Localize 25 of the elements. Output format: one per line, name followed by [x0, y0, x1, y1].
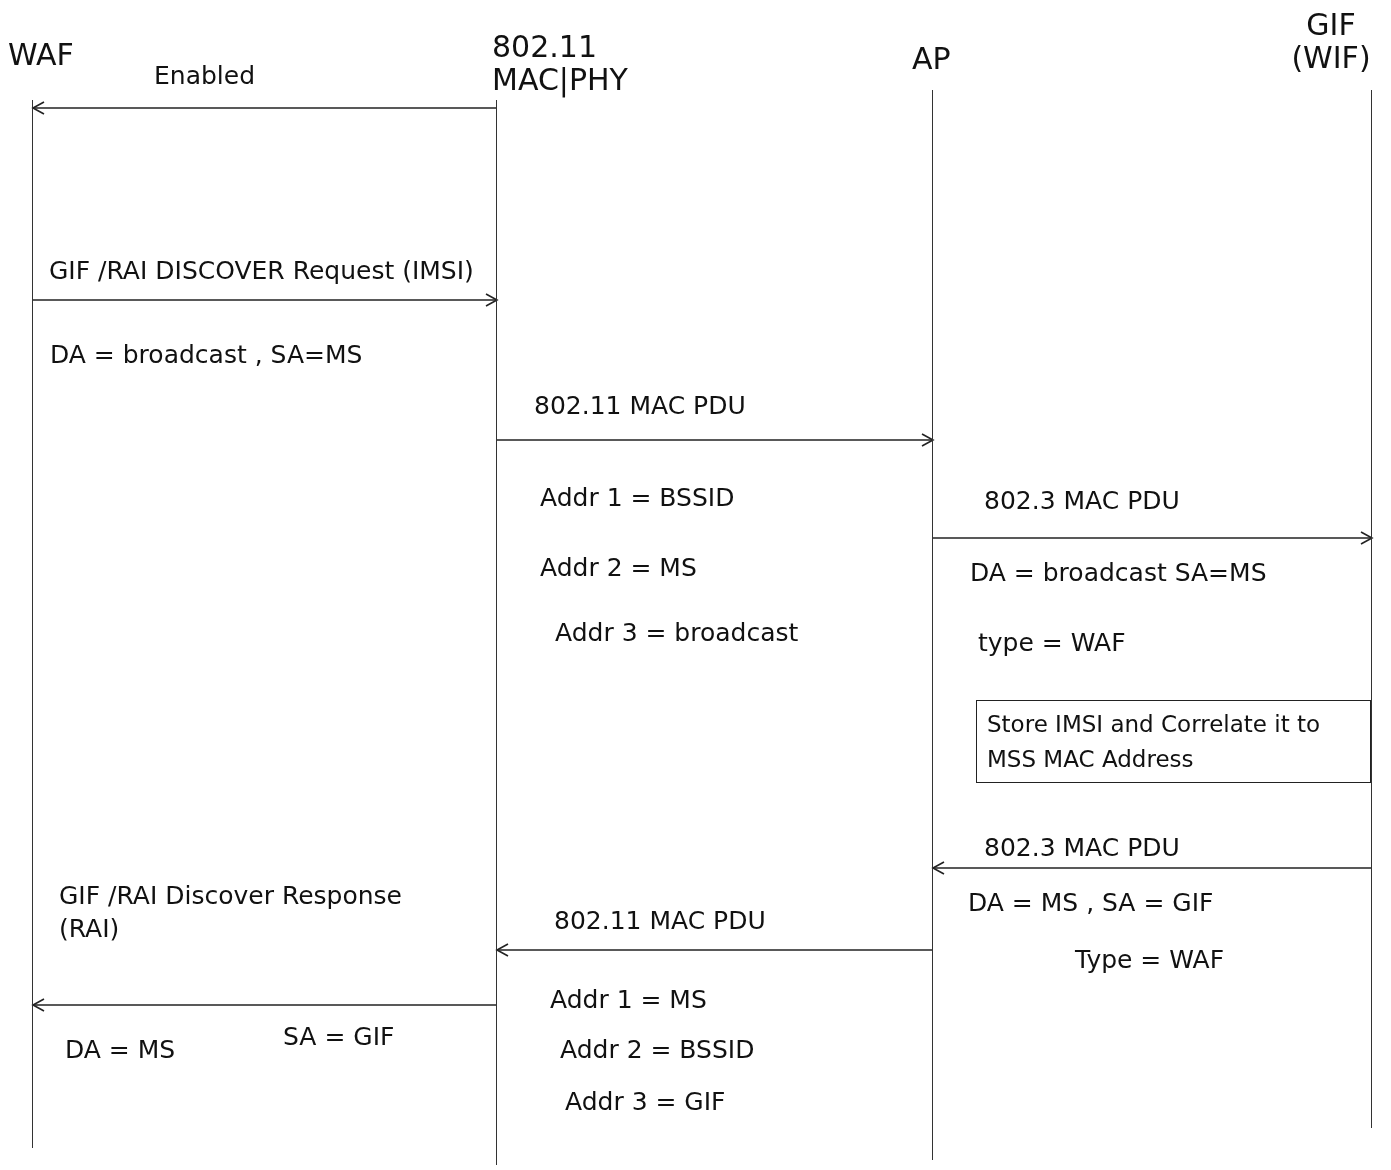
field-value-text: Addr 3 = GIF: [565, 1087, 726, 1116]
message-arrow: [32, 998, 498, 1012]
field-value-text: Addr 3 = broadcast: [555, 618, 799, 647]
field-value-text: DA = MS , SA = GIF: [968, 888, 1214, 917]
lifeline-header: AP: [912, 42, 952, 75]
field-value-text: Addr 1 = MS: [550, 985, 707, 1014]
message-arrow: [932, 861, 1373, 875]
field-value-text: Addr 1 = BSSID: [540, 483, 735, 512]
field-value-text: Addr 2 = MS: [540, 553, 697, 582]
field-value-text: type = WAF: [978, 628, 1126, 657]
field-value-text: DA = broadcast , SA=MS: [50, 340, 363, 369]
field-value-text: SA = GIF: [283, 1022, 395, 1051]
lifeline-header: GIF (WIF): [1290, 8, 1372, 74]
message-arrow: [932, 531, 1373, 545]
message-arrow: [496, 943, 934, 957]
field-value-text: DA = MS: [65, 1035, 176, 1064]
field-value-text: Addr 2 = BSSID: [560, 1035, 755, 1064]
field-value-text: Type = WAF: [1075, 945, 1225, 974]
lifeline-header: 802.11 MAC|PHY: [492, 30, 629, 96]
lifeline-header: WAF: [8, 38, 75, 71]
note-box: Store IMSI and Correlate it to MSS MAC Address: [976, 700, 1371, 783]
message-arrow: [32, 293, 498, 307]
message-arrow: [32, 101, 498, 115]
message-arrow: [496, 433, 934, 447]
field-value-text: DA = broadcast SA=MS: [970, 558, 1267, 587]
